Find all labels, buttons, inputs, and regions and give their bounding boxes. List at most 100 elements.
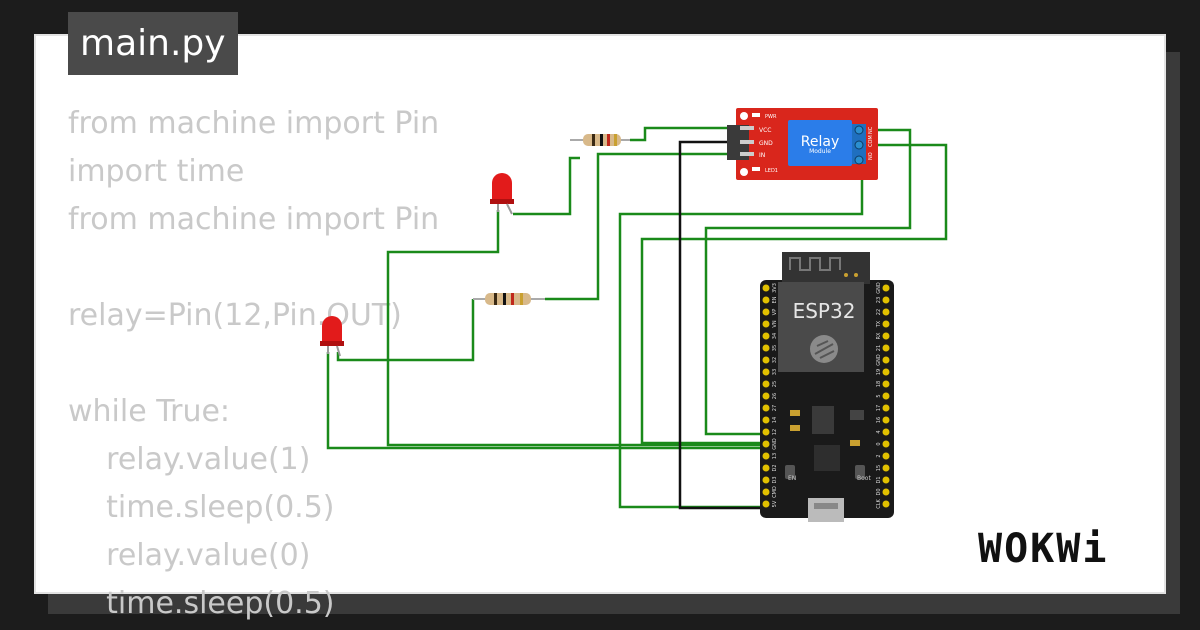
left-pin-pad[interactable] [762, 464, 770, 472]
right-pin-label: D0 [876, 488, 882, 495]
right-pin-pad[interactable] [882, 368, 890, 376]
left-pin-pad[interactable] [762, 296, 770, 304]
right-pin-label: 21 [876, 345, 882, 351]
left-pin-pad[interactable] [762, 332, 770, 340]
relay-pin-label-in: IN [759, 152, 765, 159]
code-line: import time [68, 154, 245, 189]
code-line: time.sleep(0.5) [68, 490, 335, 525]
left-pin-label: 13 [772, 453, 778, 459]
esp32-pins: 3V3ENVPVN343532332526271412GND13D2D3CMD5… [762, 282, 890, 509]
right-pin-label: RX [876, 332, 882, 339]
left-pin-pad[interactable] [762, 428, 770, 436]
preview-card [34, 34, 1166, 594]
right-pin-label: 2 [876, 454, 882, 457]
left-pin-pad[interactable] [762, 344, 770, 352]
left-pin-label: 27 [772, 405, 778, 411]
resistor-2[interactable] [473, 293, 545, 305]
left-pin-label: 14 [772, 417, 778, 423]
right-pin-label: 22 [876, 309, 882, 315]
left-pin-label: 34 [772, 333, 778, 339]
right-pin-label: 4 [876, 430, 882, 433]
esp32-board[interactable]: ESP32 EN Boot 3V3ENVPVN34353233252627141… [760, 252, 894, 522]
right-pin-pad[interactable] [882, 440, 890, 448]
relay-subtitle: Module [809, 148, 831, 155]
right-pin-label: D1 [876, 476, 882, 483]
right-pin-pad[interactable] [882, 500, 890, 508]
left-pin-label: VP [772, 309, 778, 315]
right-pin-label: 5 [876, 394, 882, 397]
relay-led-label-led1: LED1 [765, 168, 778, 174]
right-pin-pad[interactable] [882, 476, 890, 484]
code-line: from machine import Pin [68, 106, 440, 141]
right-pin-label: GND [876, 354, 882, 366]
code-editor: from machine import Pin import time from m… [68, 100, 439, 628]
right-pin-pad[interactable] [882, 392, 890, 400]
right-pin-pad[interactable] [882, 296, 890, 304]
boot-button[interactable] [855, 465, 865, 479]
left-pin-label: 33 [772, 369, 778, 375]
wires [326, 126, 948, 509]
left-pin-pad[interactable] [762, 404, 770, 412]
left-pin-pad[interactable] [762, 284, 770, 292]
gnd-wire [678, 140, 766, 510]
left-pin-pad[interactable] [762, 308, 770, 316]
right-pin-pad[interactable] [882, 320, 890, 328]
code-line: time.sleep(0.5) [68, 586, 335, 621]
relay-terminal-no: NO [868, 152, 874, 160]
esp32-label: ESP32 [793, 299, 856, 323]
left-pin-pad[interactable] [762, 452, 770, 460]
right-pin-pad[interactable] [882, 308, 890, 316]
led-1[interactable] [490, 173, 514, 215]
file-tab[interactable]: main.py [68, 12, 238, 75]
resistor-1[interactable] [570, 134, 630, 146]
relay-module[interactable]: PWR LED1 VCC GND IN Relay Module NO COM … [727, 108, 878, 180]
right-pin-pad[interactable] [882, 344, 890, 352]
left-pin-pad[interactable] [762, 320, 770, 328]
right-pin-pad[interactable] [882, 380, 890, 388]
right-pin-label: CLK [876, 499, 882, 509]
left-pin-pad[interactable] [762, 416, 770, 424]
right-pin-pad[interactable] [882, 332, 890, 340]
en-button-label: EN [788, 475, 796, 482]
left-pin-label: CMD [772, 486, 778, 498]
right-pin-pad[interactable] [882, 356, 890, 364]
right-pin-pad[interactable] [882, 284, 890, 292]
left-pin-pad[interactable] [762, 488, 770, 496]
relay-terminal-nc: NC [868, 126, 874, 134]
relay-pin-label-vcc: VCC [759, 127, 771, 134]
right-pin-pad[interactable] [882, 452, 890, 460]
en-button[interactable] [785, 465, 795, 479]
relay-led-label-pwr: PWR [765, 114, 777, 120]
left-pin-pad[interactable] [762, 476, 770, 484]
left-pin-label: VN [772, 320, 778, 327]
code-line: from machine import Pin [68, 202, 440, 237]
right-pin-label: GND [876, 282, 882, 294]
code-line: relay.value(1) [68, 442, 311, 477]
left-pin-pad[interactable] [762, 440, 770, 448]
boot-button-label: Boot [857, 475, 871, 482]
right-pin-pad[interactable] [882, 428, 890, 436]
left-pin-label: GND [772, 438, 778, 450]
right-pin-pad[interactable] [882, 488, 890, 496]
right-pin-label: 18 [876, 381, 882, 387]
left-pin-pad[interactable] [762, 368, 770, 376]
left-pin-pad[interactable] [762, 380, 770, 388]
right-pin-pad[interactable] [882, 416, 890, 424]
right-pin-label: 0 [876, 442, 882, 445]
left-pin-label: D3 [772, 476, 778, 483]
right-pin-pad[interactable] [882, 404, 890, 412]
left-pin-label: 5V [772, 500, 778, 507]
left-pin-label: 25 [772, 381, 778, 387]
right-pin-pad[interactable] [882, 464, 890, 472]
right-pin-label: TX [876, 320, 882, 328]
left-pin-pad[interactable] [762, 500, 770, 508]
relay-terminal-com: COM [868, 135, 874, 147]
right-pin-label: 23 [876, 297, 882, 303]
right-pin-label: 19 [876, 369, 882, 375]
left-pin-pad[interactable] [762, 356, 770, 364]
left-pin-label: D2 [772, 464, 778, 471]
left-pin-label: 12 [772, 429, 778, 435]
left-pin-pad[interactable] [762, 392, 770, 400]
led-2[interactable] [320, 316, 344, 357]
right-pin-label: 15 [876, 465, 882, 471]
